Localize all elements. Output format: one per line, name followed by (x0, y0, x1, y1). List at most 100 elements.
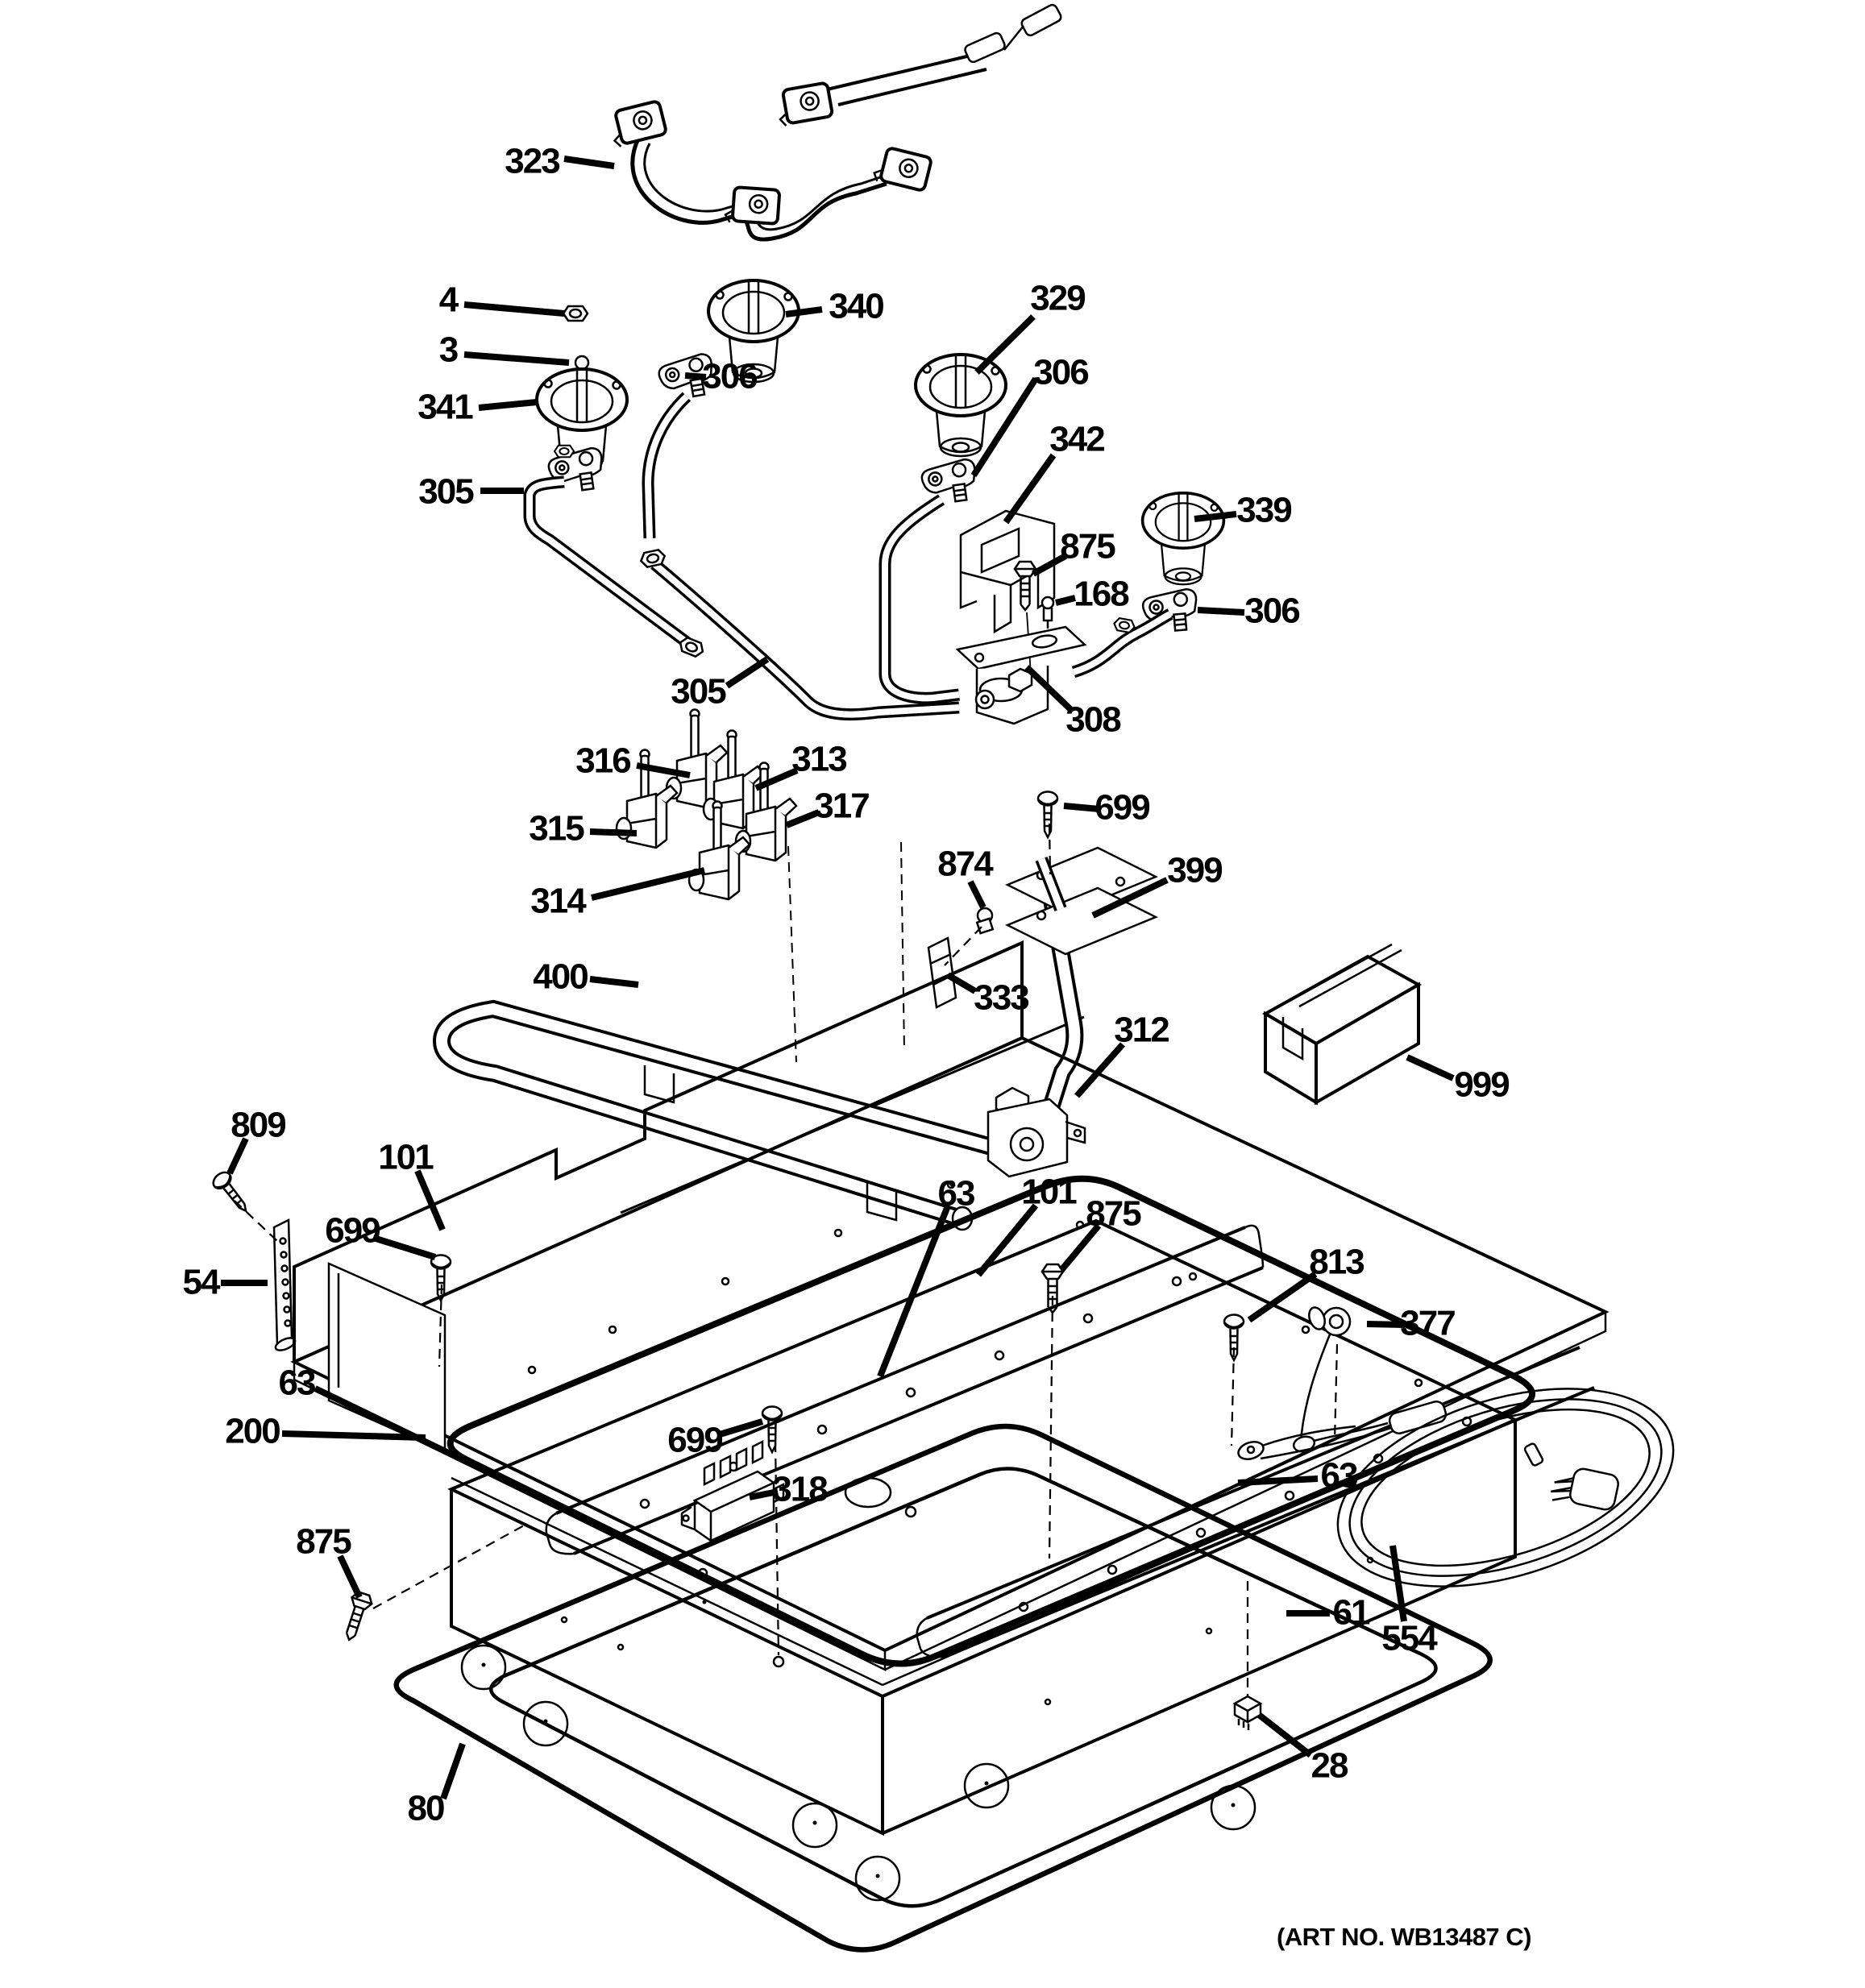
part-spark-module-318 (680, 1439, 785, 1543)
callout-306: 306 (1244, 591, 1299, 631)
callout-leader-308 (1024, 665, 1073, 712)
callout-316: 316 (575, 741, 630, 781)
part-bracket-399 (1004, 846, 1159, 956)
part-regulator-312 (986, 1086, 1086, 1178)
callout-leader-699 (372, 1235, 437, 1260)
callout-101: 101 (1021, 1172, 1077, 1212)
callout-315: 315 (529, 809, 584, 849)
callout-323: 323 (505, 142, 559, 181)
callout-leader-28 (1256, 1712, 1313, 1758)
callout-leader-999 (1406, 1054, 1455, 1081)
art-number: (ART NO. WB13487 C) (1277, 1923, 1531, 1951)
callout-875: 875 (1060, 527, 1115, 567)
part-cable-coil-554 (1336, 1388, 1675, 1587)
callout-leader-377 (1366, 1321, 1406, 1328)
callout-leader-306 (684, 372, 707, 380)
callout-dash-875 (1048, 1295, 1054, 1559)
callout-80: 80 (408, 1789, 444, 1828)
callout-leader-333 (945, 972, 978, 994)
callout-leader-101 (975, 1203, 1039, 1277)
callout-leader-313 (754, 767, 799, 791)
part-bracket-54 (272, 1218, 297, 1351)
callout-54: 54 (183, 1263, 221, 1302)
part-ignitor-harness-323 (606, 3, 1062, 242)
callout-leader-339 (1194, 511, 1237, 522)
callout-leader-318 (749, 1488, 779, 1500)
callout-333: 333 (974, 978, 1028, 1018)
callout-leader-813 (1247, 1271, 1318, 1323)
part-screw-699c (761, 1405, 783, 1454)
callout-28: 28 (1311, 1746, 1348, 1786)
callout-306: 306 (1033, 353, 1088, 392)
callout-leader-323 (563, 156, 615, 169)
callout-dash-813 (1230, 1347, 1236, 1446)
callout-dash-699 (774, 1442, 780, 1656)
callout-699: 699 (1094, 788, 1149, 828)
callout-leader-875 (337, 1554, 363, 1599)
callout-leader-315 (589, 828, 638, 836)
callout-306: 306 (702, 357, 757, 396)
callout-400: 400 (533, 957, 588, 997)
part-rail-63-front (545, 1224, 1265, 1555)
callout-leader-699 (718, 1418, 764, 1438)
callout-leader-699 (1063, 803, 1100, 812)
callout-leader-63 (1237, 1475, 1319, 1486)
callout-dash-699 (438, 1284, 443, 1368)
callout-809: 809 (231, 1106, 285, 1145)
callout-313: 313 (791, 740, 846, 779)
callout-leader-200 (281, 1430, 426, 1441)
callout-999: 999 (1454, 1065, 1509, 1105)
part-carton-999 (1261, 943, 1423, 1106)
part-tubes-305 (523, 392, 1173, 721)
callout-leader-63 (314, 1385, 562, 1510)
callout-377: 377 (1400, 1304, 1455, 1343)
part-nut-341 (553, 444, 575, 459)
part-screw-699a (1036, 791, 1059, 839)
callout-leader-554 (1389, 1545, 1407, 1622)
callout-305: 305 (671, 672, 726, 712)
callout-875: 875 (1086, 1194, 1141, 1234)
callout-leader-80 (440, 1742, 466, 1800)
part-screw-875a (1013, 560, 1037, 612)
callout-leader-340 (785, 306, 823, 317)
callout-leader-306 (970, 376, 1039, 478)
callout-318: 318 (772, 1470, 828, 1509)
part-clip-28 (1232, 1695, 1263, 1730)
callout-dash-875 (372, 1524, 526, 1609)
callout-699: 699 (325, 1211, 380, 1251)
part-drip-pan-80 (393, 1423, 1493, 1953)
callout-875: 875 (296, 1522, 351, 1562)
callout-leader-342 (1003, 453, 1057, 525)
callout-4: 4 (439, 280, 459, 320)
callout-leader-306 (1197, 607, 1245, 616)
callout-dash-377 (1333, 1343, 1339, 1442)
callout-342: 342 (1049, 420, 1104, 459)
callout-dash-809 (234, 1200, 278, 1242)
callout-63: 63 (279, 1363, 315, 1403)
callout-leader-400 (589, 976, 639, 988)
callout-554: 554 (1381, 1619, 1438, 1658)
part-nut-4 (562, 305, 589, 322)
callout-leader-312 (1074, 1042, 1125, 1098)
callout-341: 341 (417, 388, 473, 427)
callout-874: 874 (937, 845, 994, 884)
callout-813: 813 (1309, 1243, 1364, 1282)
callout-leader-399 (1091, 877, 1169, 919)
callout-63: 63 (938, 1174, 974, 1214)
callout-101: 101 (378, 1138, 434, 1177)
callout-340: 340 (829, 287, 883, 326)
callout-leader-168 (1055, 595, 1076, 606)
callout-699: 699 (667, 1421, 722, 1460)
callout-leader-874 (967, 880, 986, 909)
callout-317: 317 (814, 786, 869, 826)
part-burner-339 (1140, 491, 1226, 587)
callout-leader-875 (1058, 1223, 1102, 1272)
part-gasket-200 (447, 1175, 1535, 1667)
part-rivet-874 (975, 907, 995, 935)
callout-leader-3 (463, 351, 570, 366)
part-valve-assembly-308 (955, 625, 1087, 725)
callout-leader-314 (591, 867, 705, 901)
